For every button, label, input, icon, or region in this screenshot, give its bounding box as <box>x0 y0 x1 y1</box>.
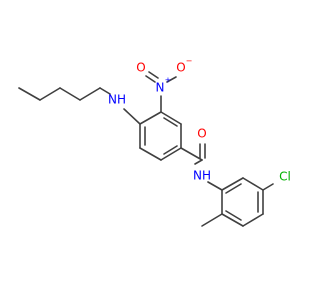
molecule-structure-diagram: NH N + O O − O NH Cl <box>18 57 291 227</box>
carbonyl-o-label: O <box>197 127 206 141</box>
bond-ringB-dbl-3 <box>225 210 242 221</box>
bond-ringA-2 <box>160 111 182 125</box>
bond-butyl-3 <box>59 87 81 101</box>
bond-ringB-1 <box>221 177 244 191</box>
nitro-plus-charge: + <box>165 76 172 85</box>
amine-nh-label: NH <box>108 93 126 107</box>
bond-nitro-o-dbl-2 <box>148 71 159 79</box>
bond-ringB-4 <box>242 213 264 227</box>
bond-ring-carbonyl <box>180 147 203 161</box>
bond-n-ring <box>123 108 141 125</box>
chlorine-label: Cl <box>279 170 291 184</box>
bond-ringA-1 <box>139 111 162 125</box>
nitro-o-single-label: O <box>176 61 185 75</box>
bond-ringB-dbl-1 <box>225 183 242 194</box>
nitro-n-label: N <box>156 81 165 95</box>
bond-butyl-2 <box>39 87 61 101</box>
bond-carbonyl-n <box>194 159 203 165</box>
atom-labels: NH N + O O − O NH Cl <box>108 57 291 184</box>
bond-ringA-5 <box>139 147 162 161</box>
bond-ringA-dbl-1 <box>163 117 178 127</box>
bond-nitro-o-dbl-1 <box>145 75 156 83</box>
bond-ringB-5 <box>221 213 244 227</box>
bond-nitro-o-single <box>166 76 177 83</box>
bond-ringA-dbl-2 <box>163 145 178 155</box>
bond-ringA-4 <box>160 147 182 161</box>
bond-ringB-2 <box>242 177 264 191</box>
bond-butyl-n <box>99 87 111 95</box>
bond-ring-methyl <box>201 213 223 227</box>
bond-n-ringB <box>207 181 223 191</box>
bond-butyl-4 <box>79 87 101 101</box>
bond-ring-cl <box>262 183 274 191</box>
nitro-o-minus-charge: − <box>186 57 193 66</box>
amide-nh-label: NH <box>193 169 211 183</box>
bond-butyl-1 <box>18 87 41 101</box>
nitro-o-double-label: O <box>136 61 145 75</box>
bonds <box>18 71 274 227</box>
